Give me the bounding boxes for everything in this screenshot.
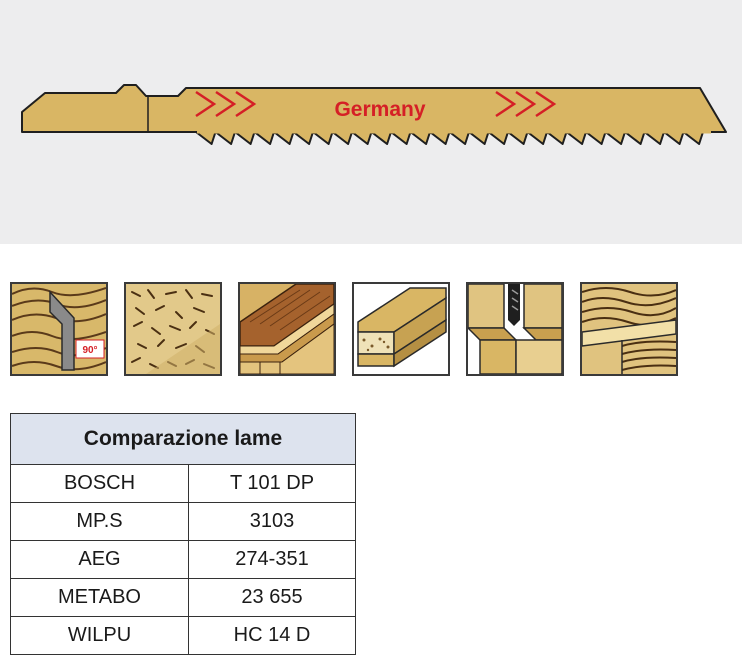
brand-cell: BOSCH bbox=[10, 464, 189, 503]
teeth-edge-cover bbox=[197, 130, 711, 134]
hardwood-plank-icon bbox=[582, 284, 676, 374]
blade-brand-text: Germany bbox=[334, 98, 425, 121]
material-tile-hardwood bbox=[580, 282, 678, 376]
blade-teeth bbox=[195, 130, 711, 145]
material-tile-laminated-panel bbox=[352, 282, 450, 376]
code-cell: T 101 DP bbox=[188, 464, 356, 503]
plywood-icon bbox=[240, 284, 334, 374]
table-row: MP.S 3103 bbox=[10, 502, 356, 541]
table-row: AEG 274-351 bbox=[10, 540, 356, 579]
material-icons: 90° bbox=[0, 282, 742, 378]
code-cell: 274-351 bbox=[188, 540, 356, 579]
direction-arrows-right bbox=[495, 90, 557, 118]
brand-cell: METABO bbox=[10, 578, 189, 617]
saw-teeth bbox=[195, 131, 704, 145]
table-row: BOSCH T 101 DP bbox=[10, 464, 356, 503]
angle-label: 90° bbox=[82, 345, 97, 356]
table-row: WILPU HC 14 D bbox=[10, 616, 356, 655]
chipboard-icon bbox=[126, 284, 220, 374]
brand-cell: WILPU bbox=[10, 616, 189, 655]
code-cell: HC 14 D bbox=[188, 616, 356, 655]
direction-arrows-left bbox=[195, 90, 257, 118]
material-tile-slot-cut bbox=[466, 282, 564, 376]
table-row: METABO 23 655 bbox=[10, 578, 356, 617]
code-cell: 23 655 bbox=[188, 578, 356, 617]
code-cell: 3103 bbox=[188, 502, 356, 541]
comparison-title: Comparazione lame bbox=[10, 413, 356, 465]
material-tile-plywood bbox=[238, 282, 336, 376]
comparison-table: Comparazione lame BOSCH T 101 DP MP.S 31… bbox=[10, 413, 356, 655]
material-tile-softwood: 90° bbox=[10, 282, 108, 376]
wood-slot-cut-icon bbox=[468, 284, 562, 374]
blade-panel: Germany bbox=[0, 0, 742, 244]
brand-cell: AEG bbox=[10, 540, 189, 579]
softwood-cross-cut-icon: 90° bbox=[12, 284, 106, 374]
laminated-panel-icon bbox=[354, 284, 448, 374]
jigsaw-blade-illustration: Germany bbox=[21, 84, 727, 145]
brand-cell: MP.S bbox=[10, 502, 189, 541]
material-tile-chipboard bbox=[124, 282, 222, 376]
